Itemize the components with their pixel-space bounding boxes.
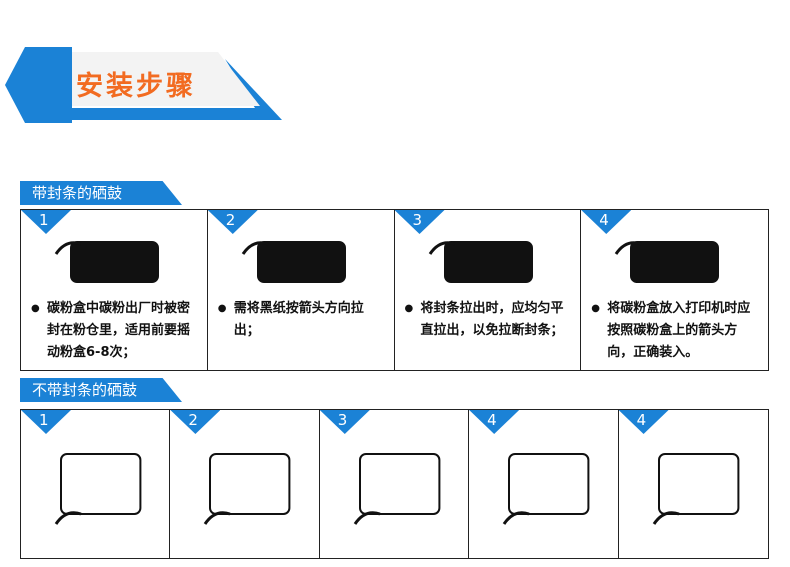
banner-graphic bbox=[5, 47, 282, 123]
step-number: 2 bbox=[225, 211, 236, 229]
step-panel: 3 bbox=[319, 410, 470, 558]
step-text: 碳粉盒中碳粉出厂时被密封在粉仓里，适用前要摇动粉盒6-8次； bbox=[31, 298, 201, 364]
step-number: 4 bbox=[599, 211, 609, 229]
step-text: 将碳粉盒放入打印机时应按照碳粉盒上的箭头方向，正确装入。 bbox=[591, 298, 762, 364]
step-illustration bbox=[241, 241, 346, 283]
step-number: 3 bbox=[412, 211, 423, 229]
step-number: 1 bbox=[39, 211, 49, 229]
step-number: 1 bbox=[39, 411, 49, 429]
step-number: 2 bbox=[188, 411, 198, 429]
sealed-steps: 1 碳粉盒中碳粉出厂时被密封在粉仓里，适用前要摇动粉盒6-8次； 2 需将黑纸按箭头方… bbox=[20, 209, 769, 371]
step-illustration bbox=[615, 241, 720, 283]
step-panel: 2 bbox=[170, 410, 320, 558]
step-text: 将封条拉出时，应均匀平直拉出，以免拉断封条； bbox=[405, 298, 575, 342]
step-illustration bbox=[54, 241, 159, 283]
step-number: 4 bbox=[487, 411, 497, 429]
step-illustration bbox=[54, 453, 142, 525]
step-number: 3 bbox=[337, 411, 348, 429]
step-panel: 3 将封条拉出时，应均匀平直拉出，以免拉断封条； bbox=[394, 210, 582, 370]
step-panel: 4 bbox=[618, 410, 768, 558]
step-panel: 1 bbox=[21, 410, 171, 558]
unsealed-steps: 1 2 3 4 4 bbox=[20, 409, 769, 559]
step-illustration bbox=[652, 453, 739, 525]
step-illustration bbox=[502, 453, 590, 525]
step-illustration bbox=[353, 453, 441, 525]
step-number: 4 bbox=[636, 411, 647, 429]
section-heading-sealed: 带封条的硒鼓 bbox=[20, 181, 182, 205]
step-panel: 1 碳粉盒中碳粉出厂时被密封在粉仓里，适用前要摇动粉盒6-8次； bbox=[21, 210, 208, 370]
step-panel: 4 bbox=[469, 410, 619, 558]
page-title: 安装步骤 bbox=[76, 71, 196, 102]
step-text: 需将黑纸按箭头方向拉出； bbox=[218, 298, 388, 342]
step-illustration bbox=[204, 453, 291, 525]
step-panel: 4 将碳粉盒放入打印机时应按照碳粉盒上的箭头方向，正确装入。 bbox=[581, 210, 768, 370]
step-panel: 2 需将黑纸按箭头方向拉出； bbox=[207, 210, 395, 370]
section-heading-unsealed: 不带封条的硒鼓 bbox=[20, 378, 182, 402]
step-illustration bbox=[428, 241, 533, 283]
